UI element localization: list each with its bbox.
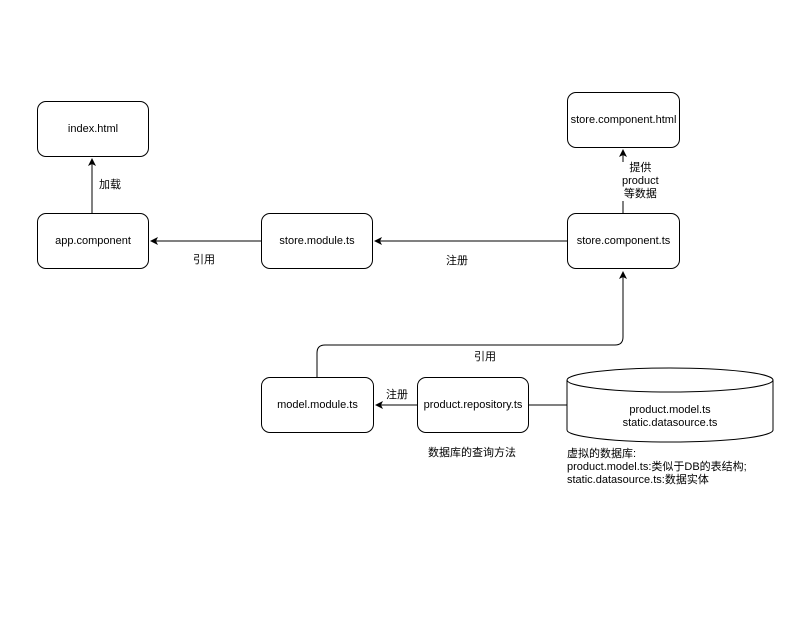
node-database[interactable]: product.model.ts static.datasource.ts xyxy=(567,404,773,430)
provide-line-2: product xyxy=(622,175,659,187)
node-product-repository-label: product.repository.ts xyxy=(423,399,523,411)
database-cylinder xyxy=(566,367,774,443)
node-store-component-label: store.component.ts xyxy=(576,235,671,247)
node-app-component[interactable]: app.component xyxy=(37,213,149,269)
node-product-repository[interactable]: product.repository.ts xyxy=(417,377,529,433)
database-note-line-3: static.datasource.ts:数据实体 xyxy=(567,474,709,486)
edge-reference-2 xyxy=(316,271,627,377)
database-line-1: product.model.ts xyxy=(629,404,711,416)
provide-line-3: 等数据 xyxy=(623,188,657,200)
repository-note: 数据库的查询方法 xyxy=(428,447,516,459)
edge-label-register-1: 注册 xyxy=(446,255,468,268)
provide-line-1: 提供 xyxy=(629,162,652,174)
node-model-module[interactable]: model.module.ts xyxy=(261,377,374,433)
edge-label-provide: 提供 product 等数据 xyxy=(622,162,659,201)
node-store-component-html[interactable]: store.component.html xyxy=(567,92,680,148)
node-index-html[interactable]: index.html xyxy=(37,101,149,157)
database-note-line-2: product.model.ts:类似于DB的表结构; xyxy=(567,461,747,473)
database-note-line-1: 虚拟的数据库: xyxy=(567,448,637,460)
node-store-component-html-label: store.component.html xyxy=(570,114,677,126)
edge-label-register-2: 注册 xyxy=(386,389,408,402)
node-app-component-label: app.component xyxy=(55,235,131,247)
node-store-module[interactable]: store.module.ts xyxy=(261,213,373,269)
edge-label-load: 加载 xyxy=(99,179,121,192)
node-index-html-label: index.html xyxy=(67,123,119,135)
node-store-component[interactable]: store.component.ts xyxy=(567,213,680,269)
database-note: 虚拟的数据库: product.model.ts:类似于DB的表结构; stat… xyxy=(567,448,747,487)
edge-label-reference-1: 引用 xyxy=(193,254,215,267)
node-store-module-label: store.module.ts xyxy=(279,235,355,247)
edge-label-reference-2: 引用 xyxy=(474,351,496,364)
database-line-2: static.datasource.ts xyxy=(622,417,718,429)
node-model-module-label: model.module.ts xyxy=(277,399,358,411)
